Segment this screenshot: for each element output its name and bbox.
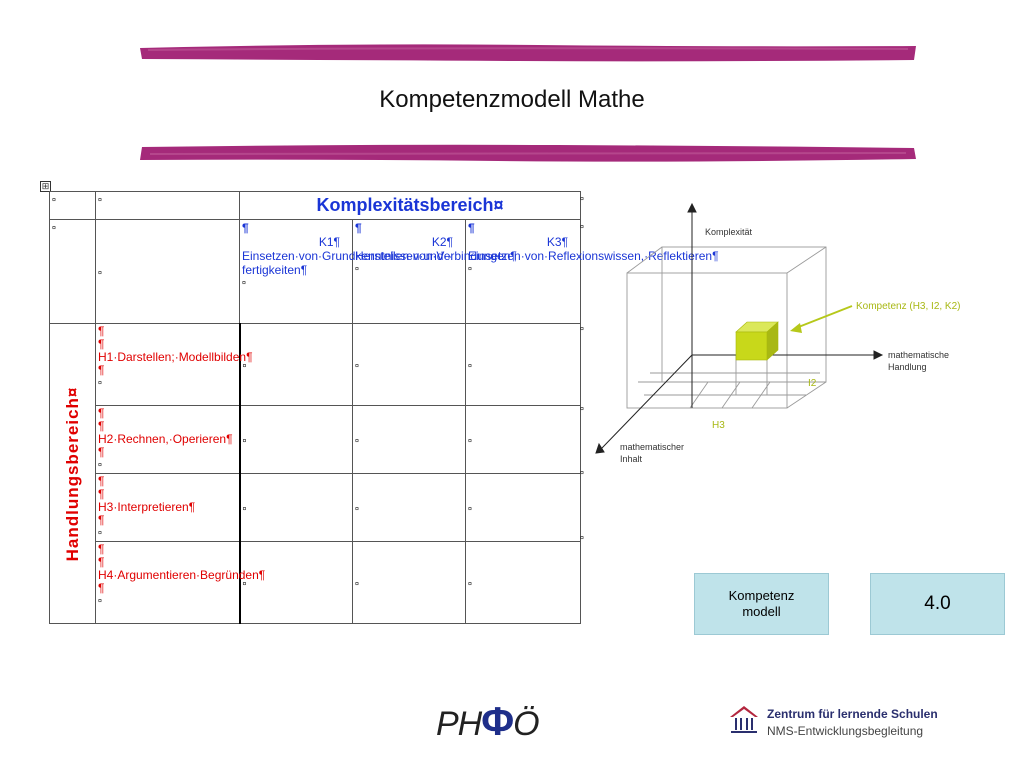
k3-code: K3¶: [546, 235, 569, 249]
cell-h4-k1[interactable]: ¤: [238, 541, 353, 624]
k2-header-cell: ¶ K2¶ Herstellen·von·Verbindungen¶ ¤: [352, 219, 517, 324]
h2-label-cell: ¶ ¶ H2·Rechnen,·Operieren¶ ¶ ¤: [95, 405, 240, 474]
action-area-label-cell: Handlungsbereich¤: [49, 323, 96, 624]
zentrum-name: Zentrum für lernende Schulen: [767, 707, 938, 721]
k1-pilcrow: ¶: [242, 221, 249, 235]
h2-post-pilcrow: ¶: [98, 445, 105, 459]
k1-mark: ¤: [242, 280, 246, 287]
k2-mark: ¤: [355, 266, 359, 273]
row-end-mark: ¤: [580, 196, 584, 203]
competency-callout: Kompetenz (H3, I2, K2): [856, 301, 961, 312]
k1-description: Einsetzen·von·Grundkenntnissen·und·-fert…: [242, 249, 452, 277]
h4-mark: ¤: [98, 598, 102, 605]
zentrum-subtitle: NMS-Entwicklungsbegleitung: [767, 724, 924, 738]
corner-cell: ¤: [49, 191, 96, 220]
row-end-mark: ¤: [580, 406, 584, 413]
house-icon: [730, 706, 758, 733]
bottom-brush-stroke: [140, 144, 916, 162]
axis-content-label-1: mathematischer: [620, 442, 684, 452]
table-move-handle-icon[interactable]: ⊞: [40, 181, 51, 192]
axis-content-label-2: Inhalt: [620, 454, 643, 464]
row-end-mark: ¤: [580, 326, 584, 333]
ph-logo-right: Ö: [513, 705, 539, 743]
k2-pilcrow: ¶: [355, 221, 362, 235]
cell-h2-k3[interactable]: ¤: [464, 405, 582, 474]
blank-header-cell: ¤: [95, 191, 240, 220]
h4-label: H4·Argumentieren·Begründen¶: [98, 568, 266, 582]
row-end-mark: ¤: [580, 224, 584, 231]
axis-complexity-label: Komplexität: [705, 227, 753, 237]
row-end-mark: ¤: [580, 470, 584, 477]
label-h3: H3: [712, 420, 725, 431]
h3-label-cell: ¶ ¶ H3·Interpretieren¶ ¶ ¤: [95, 473, 240, 542]
k3-description: Einsetzen·von·Reflexionswissen,·Reflekti…: [468, 249, 719, 263]
label-i2: I2: [808, 378, 817, 389]
k3-pilcrow: ¶: [468, 221, 475, 235]
h2-pre-pilcrow: ¶: [98, 406, 105, 420]
k1-header-cell: ¶ K1¶ Einsetzen·von·Grundkenntnissen·und…: [239, 219, 452, 324]
cell-h4-k3[interactable]: ¤: [464, 541, 582, 624]
axis-action-label-1: mathematische: [888, 350, 949, 360]
slide-title: Kompetenzmodell Mathe: [379, 86, 645, 113]
h2-label: H2·Rechnen,·Operieren¶: [98, 432, 233, 446]
cell-h1-k1[interactable]: ¤: [238, 323, 353, 406]
h1-mark: ¤: [98, 380, 102, 387]
h3-post-pilcrow: ¶: [98, 513, 105, 527]
cell-h3-k3[interactable]: ¤: [464, 473, 582, 542]
h3-mark: ¤: [98, 530, 102, 537]
k1-code: K1¶: [318, 235, 340, 249]
k3-header-cell: ¶ K3¶ Einsetzen·von·Reflexionswissen,·Re…: [464, 219, 719, 324]
competency-model-box: Kompetenz modell: [694, 573, 829, 635]
h3-pre-pilcrow: ¶: [98, 474, 105, 488]
zentrum-logo: Zentrum für lernende Schulen NMS-Entwick…: [727, 703, 938, 742]
h1-label: H1·Darstellen;·Modellbilden¶: [98, 350, 253, 364]
k3-mark: ¤: [468, 266, 472, 273]
cell-h3-k2[interactable]: ¤: [352, 473, 466, 542]
h4-pre-pilcrow: ¶: [98, 542, 105, 556]
box-line-2: modell: [742, 604, 781, 619]
row-end-mark: ¤: [580, 535, 584, 542]
cell-h1-k2[interactable]: ¤: [352, 323, 466, 406]
competency-table: ¤ ¤ Komplexitätsbereich¤ ¤ ¤ ¶ K1¶ Einse…: [49, 191, 719, 624]
h1-pre-pilcrow-2: ¶: [98, 337, 105, 351]
action-area-label: Handlungsbereich¤: [62, 386, 82, 561]
axis-action-label-2: Handlung: [888, 362, 927, 372]
ph-logo-phi: Φ: [481, 700, 514, 744]
corner-cell-2: ¤: [49, 219, 96, 324]
h4-post-pilcrow: ¶: [98, 581, 105, 595]
complexity-header: Komplexitätsbereich¤: [238, 191, 582, 220]
h1-label-cell: ¶ ¶ H1·Darstellen;·Modellbilden¶ ¶ ¤: [95, 323, 253, 406]
h4-pre-pilcrow-2: ¶: [98, 555, 105, 569]
cell-h1-k3[interactable]: ¤: [464, 323, 582, 406]
top-brush-stroke: [140, 44, 916, 62]
cell-h2-k1[interactable]: ¤: [238, 405, 353, 474]
competency-cube-diagram: Komplexität mathematische Handlung mathe…: [595, 202, 961, 464]
ph-logo: PHΦÖ: [436, 700, 540, 745]
k2-code: K2¶: [431, 235, 453, 249]
h1-pre-pilcrow: ¶: [98, 324, 105, 338]
h3-pre-pilcrow-2: ¶: [98, 487, 105, 501]
cell-h2-k2[interactable]: ¤: [352, 405, 466, 474]
cell-h4-k2[interactable]: ¤: [352, 541, 466, 624]
h3-label: H3·Interpretieren¶: [98, 500, 196, 514]
cell-h3-k1[interactable]: ¤: [238, 473, 353, 542]
k2-description: Herstellen·von·Verbindungen¶: [355, 249, 517, 263]
blank-label-cell: ¤: [95, 219, 240, 324]
h2-mark: ¤: [98, 462, 102, 469]
box-line-1: Kompetenz: [728, 588, 795, 603]
ph-logo-left: PH: [436, 705, 482, 743]
h2-pre-pilcrow-2: ¶: [98, 419, 105, 433]
h4-label-cell: ¶ ¶ H4·Argumentieren·Begründen¶ ¶ ¤: [95, 541, 266, 624]
h1-post-pilcrow: ¶: [98, 363, 105, 377]
version-box: 4.0: [870, 573, 1005, 635]
